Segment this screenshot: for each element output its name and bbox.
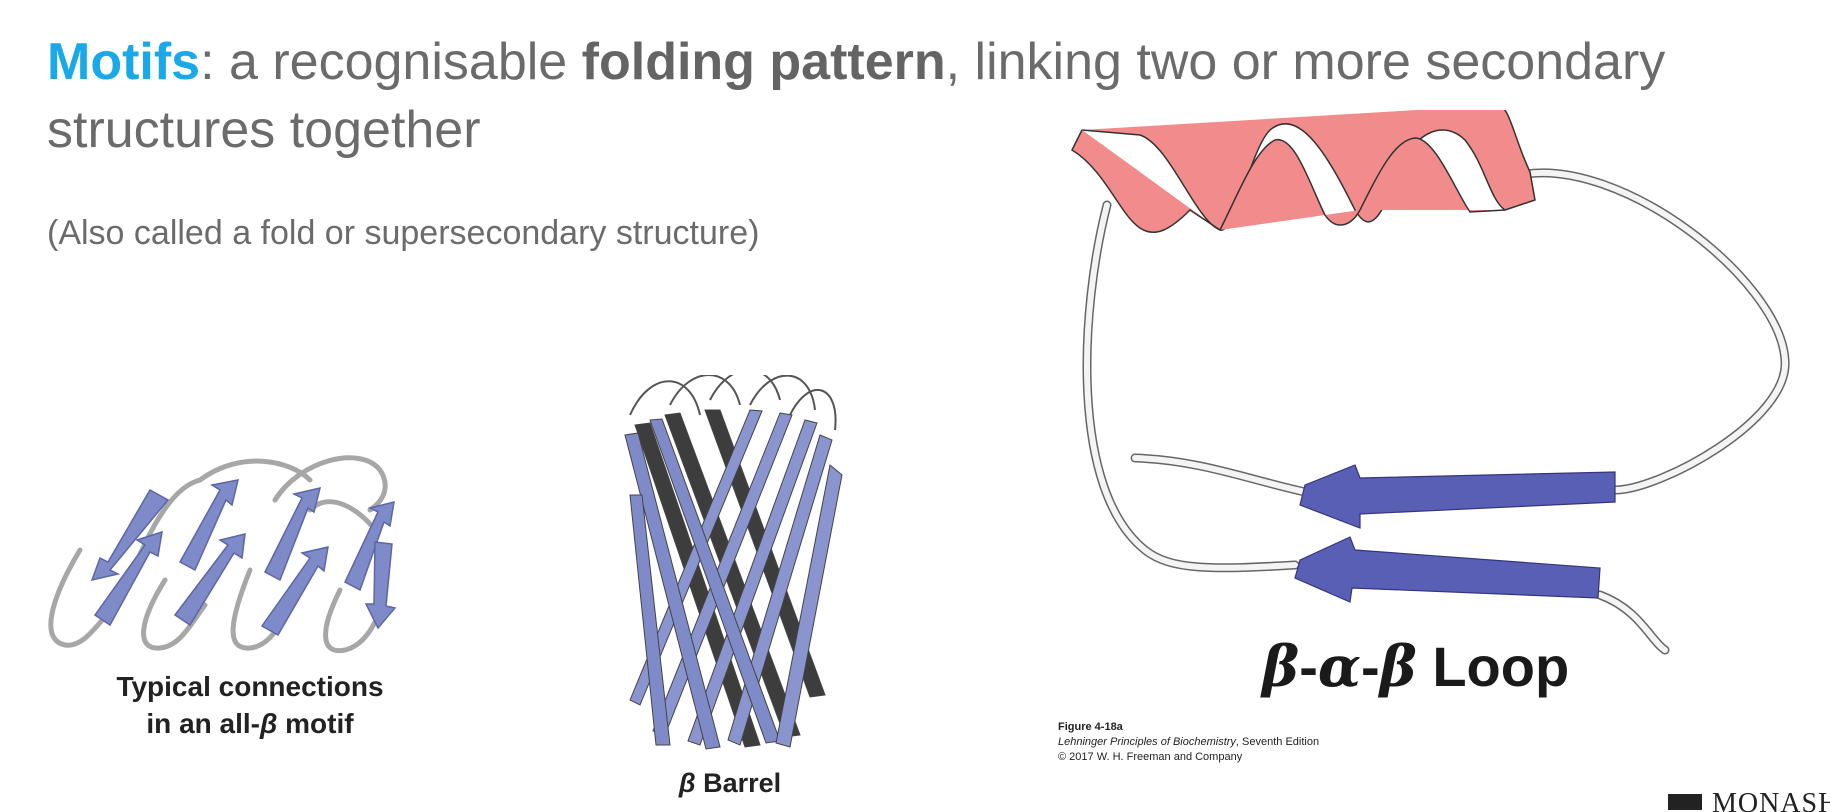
copyright: © 2017 W. H. Freeman and Company xyxy=(1058,751,1243,763)
monash-logo: MONASH xyxy=(1668,790,1830,812)
slide-subtitle: (Also called a fold or supersecondary st… xyxy=(47,214,760,252)
all-beta-caption-line2a: in an all- xyxy=(146,708,260,739)
alpha-symbol: α xyxy=(1317,634,1361,700)
figure-number: Figure 4-18a xyxy=(1058,721,1123,733)
book-edition: , Seventh Edition xyxy=(1235,736,1320,748)
beta-barrel-caption: β Barrel xyxy=(640,768,820,799)
loop-word: Loop xyxy=(1416,635,1570,698)
slide-title: Motifs: a recognisable folding pattern, … xyxy=(47,28,1667,164)
title-text-1: : a recognisable xyxy=(200,33,582,91)
beta-barrel-label: Barrel xyxy=(695,768,782,798)
book-title: Lehninger Principles of Biochemistry xyxy=(1058,736,1236,748)
beta-alpha-beta-loop-illustration xyxy=(1071,110,1790,655)
beta-symbol: β xyxy=(678,768,696,798)
title-bold: folding pattern xyxy=(581,33,946,91)
monash-crest-icon xyxy=(1668,794,1702,810)
all-beta-caption-line1: Typical connections xyxy=(116,671,384,702)
title-text-2: , linking two or more secondary structur… xyxy=(47,33,1666,159)
logo-text: MONASH xyxy=(1712,790,1830,812)
beta-symbol: β xyxy=(259,708,278,739)
dash: - xyxy=(1360,635,1380,698)
beta-symbol: β xyxy=(1379,634,1417,700)
all-beta-caption: Typical connections in an all-β motif xyxy=(90,668,410,742)
title-accent: Motifs xyxy=(47,33,201,91)
all-beta-caption-line2b: motif xyxy=(277,708,354,739)
beta-symbol: β xyxy=(1262,634,1300,700)
beta-alpha-beta-loop-label: β-α-β Loop xyxy=(1262,634,1569,700)
beta-barrel-illustration xyxy=(624,375,843,750)
all-beta-motif-illustration xyxy=(48,455,397,654)
dash: - xyxy=(1299,635,1318,698)
